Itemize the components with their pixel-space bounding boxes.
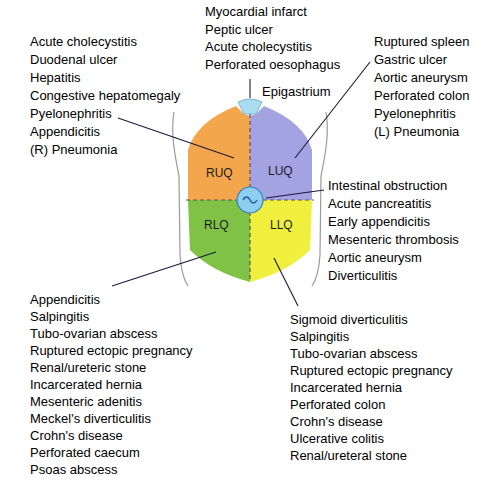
region-label: Epigastrium xyxy=(262,84,331,100)
umbilicus-mark xyxy=(243,197,257,203)
condition-label: Incarcerated hernia xyxy=(30,377,142,393)
condition-label: Pyelonephritis xyxy=(374,106,456,122)
quadrant-label: RUQ xyxy=(206,166,233,180)
quadrant-label: LLQ xyxy=(270,218,293,232)
quadrant-label: LUQ xyxy=(268,164,293,178)
quadrant-fill xyxy=(188,200,250,282)
quadrant-fill xyxy=(188,106,250,200)
condition-label: Gastric ulcer xyxy=(374,52,447,68)
condition-label: Aortic aneurysm xyxy=(374,70,468,86)
condition-label: Ruptured ectopic pregnancy xyxy=(30,343,193,359)
condition-label: Tubo-ovarian abscess xyxy=(30,326,157,342)
condition-label: Acute pancreatitis xyxy=(328,196,431,212)
condition-label: Myocardial infarct xyxy=(205,4,307,20)
condition-label: Acute cholecystitis xyxy=(205,39,312,55)
condition-label: Meckel's diverticulitis xyxy=(30,411,151,427)
condition-label: Pyelonephritis xyxy=(30,106,112,122)
condition-label: Appendicitis xyxy=(30,124,100,140)
condition-label: Mesenteric adenitis xyxy=(30,394,142,410)
quadrant-shape xyxy=(188,106,250,200)
quadrant-region: LLQ xyxy=(250,200,312,282)
quadrant-region: LUQ xyxy=(250,106,312,200)
leader-line xyxy=(112,252,216,286)
condition-label: Salpingitis xyxy=(30,309,89,325)
quadrant-shape xyxy=(250,200,312,282)
quadrant-region: RLQ xyxy=(188,200,250,282)
condition-label: Incarcerated hernia xyxy=(290,380,402,396)
condition-label: Hepatitis xyxy=(30,70,81,86)
condition-label: Acute cholecystitis xyxy=(30,34,137,50)
condition-label: Crohn's disease xyxy=(290,414,383,430)
condition-label: Early appendicitis xyxy=(328,214,430,230)
condition-label: Appendicitis xyxy=(30,292,100,308)
leader-line xyxy=(249,79,250,98)
condition-label: Peptic ulcer xyxy=(205,22,273,38)
quadrant-region: RUQ xyxy=(188,106,250,200)
condition-label: Mesenteric thrombosis xyxy=(328,232,459,248)
condition-label: Perforated colon xyxy=(374,88,469,104)
quadrant-fill xyxy=(250,200,312,282)
condition-label: Salpingitis xyxy=(290,329,349,345)
condition-label: Renal/ureteral stone xyxy=(290,448,407,464)
condition-label: Duodenal ulcer xyxy=(30,52,117,68)
condition-label: Crohn's disease xyxy=(30,428,123,444)
condition-label: Renal/ureteric stone xyxy=(30,360,146,376)
condition-label: (L) Pneumonia xyxy=(374,124,459,140)
condition-label: Perforated colon xyxy=(290,397,385,413)
condition-label: Psoas abscess xyxy=(30,462,117,478)
condition-label: Perforated oesophagus xyxy=(205,57,340,73)
quadrant-shape xyxy=(188,200,250,282)
leader-line xyxy=(295,62,370,158)
torso-side xyxy=(312,112,327,286)
condition-label: Ulcerative colitis xyxy=(290,431,384,447)
condition-label: Sigmoid diverticulitis xyxy=(290,312,408,328)
condition-label: Aortic aneurysm xyxy=(328,250,422,266)
condition-label: (R) Pneumonia xyxy=(30,142,117,158)
quadrant-fill xyxy=(250,106,312,200)
condition-label: Ruptured spleen xyxy=(374,34,469,50)
umbilicus xyxy=(237,187,263,213)
quadrant-shape xyxy=(250,106,312,200)
condition-label: Diverticulitis xyxy=(328,268,397,284)
condition-label: Perforated caecum xyxy=(30,445,140,461)
condition-label: Ruptured ectopic pregnancy xyxy=(290,363,453,379)
condition-label: Congestive hepatomegaly xyxy=(30,88,180,104)
quadrant-label: RLQ xyxy=(204,218,229,232)
condition-label: Intestinal obstruction xyxy=(328,178,447,194)
condition-label: Tubo-ovarian abscess xyxy=(290,346,417,362)
